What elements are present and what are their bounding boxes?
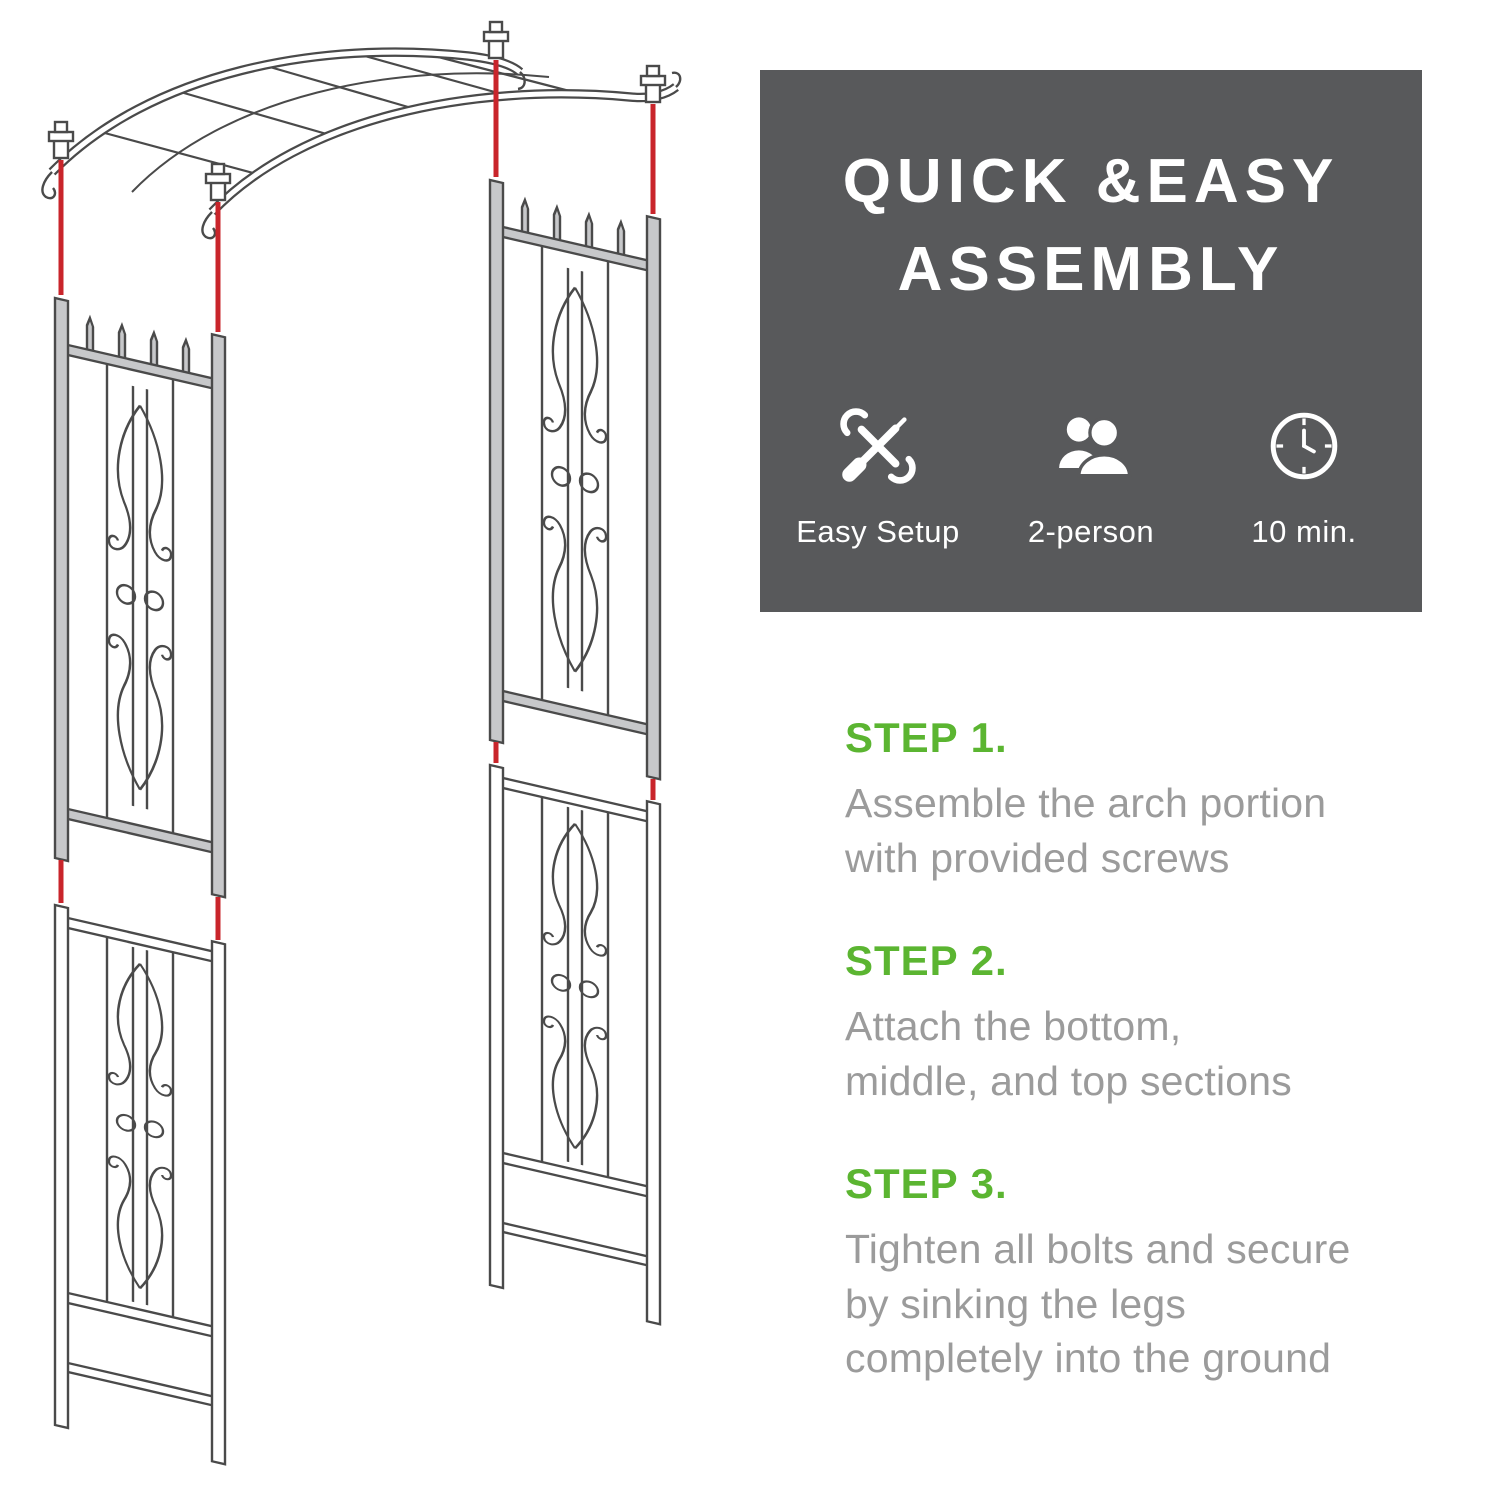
info-panel: QUICK &EASY ASSEMBLY Easy Setup	[760, 70, 1422, 612]
arch-exploded-diagram	[41, 20, 682, 1500]
two-person-icon	[1059, 416, 1132, 478]
step-3-heading: STEP 3.	[845, 1160, 1008, 1208]
feature-two-person: 2-person	[996, 402, 1186, 550]
red-connector-lines	[58, 60, 656, 940]
left-middle-section	[55, 298, 225, 897]
feature-label-ten-min: 10 min.	[1251, 514, 1357, 549]
feature-label-two-person: 2-person	[1027, 514, 1155, 549]
steps-section: STEP 1. Assemble the arch portion with p…	[845, 714, 1460, 1438]
feature-label-easy-setup: Easy Setup	[796, 514, 960, 549]
step-2-heading: STEP 2.	[845, 937, 1008, 985]
arch-slats	[100, 51, 582, 193]
feature-row: Easy Setup 2-person	[760, 402, 1422, 550]
step-1-heading: STEP 1.	[845, 714, 1008, 761]
step-3: STEP 3. Tighten all bolts and secure by …	[845, 1160, 1460, 1386]
right-bottom-section	[490, 765, 660, 1324]
feature-easy-setup: Easy Setup	[783, 402, 973, 550]
step-3-body: Tighten all bolts and secure by sinking …	[845, 1226, 1351, 1382]
feature-ten-min: 10 min.	[1209, 402, 1399, 550]
assembly-title-line1: QUICK &EASY	[842, 147, 1340, 216]
step-1-body: Assemble the arch portion with provided …	[845, 780, 1327, 881]
arch-top-rails	[41, 47, 682, 240]
left-bottom-section	[55, 905, 225, 1464]
right-top-section	[490, 180, 660, 779]
clock-icon	[1270, 412, 1338, 480]
assembly-title-line2: ASSEMBLY	[897, 235, 1285, 305]
step-1: STEP 1. Assemble the arch portion with p…	[845, 714, 1460, 885]
assembly-title: QUICK &EASY ASSEMBLY	[760, 70, 1422, 314]
step-2: STEP 2. Attach the bottom, middle, and t…	[845, 937, 1460, 1108]
tools-icon	[840, 408, 916, 484]
step-2-body: Attach the bottom, middle, and top secti…	[845, 1003, 1292, 1104]
